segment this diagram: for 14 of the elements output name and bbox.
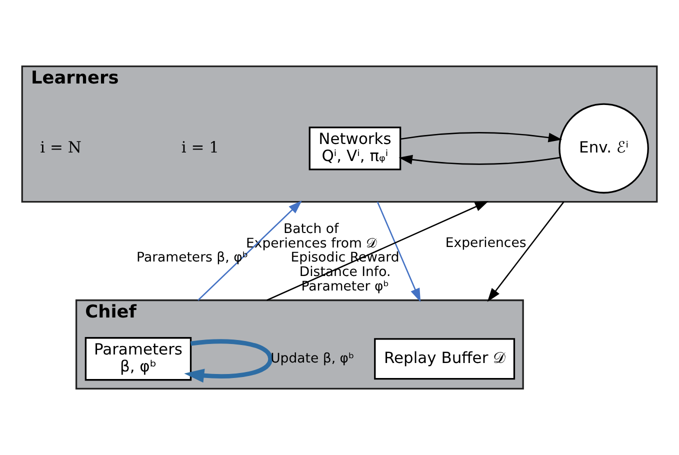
edge-label: Experiences (445, 236, 526, 252)
arrow (184, 339, 273, 383)
arrow (198, 200, 302, 301)
arrow (487, 201, 564, 302)
label: i = N (40, 138, 82, 157)
node-circle: Env. ℰⁱ (558, 103, 649, 194)
node-box: Networks Qⁱ, Vⁱ, πᵩⁱ (308, 126, 402, 170)
node-box: Replay Buffer 𝒟 (374, 338, 516, 380)
arrow (376, 202, 421, 302)
arrow (266, 201, 489, 301)
label: i = 1 (181, 138, 219, 157)
node-box: Parameters β, φᵇ (84, 337, 192, 381)
arrow (398, 154, 560, 165)
arrow (400, 132, 562, 142)
